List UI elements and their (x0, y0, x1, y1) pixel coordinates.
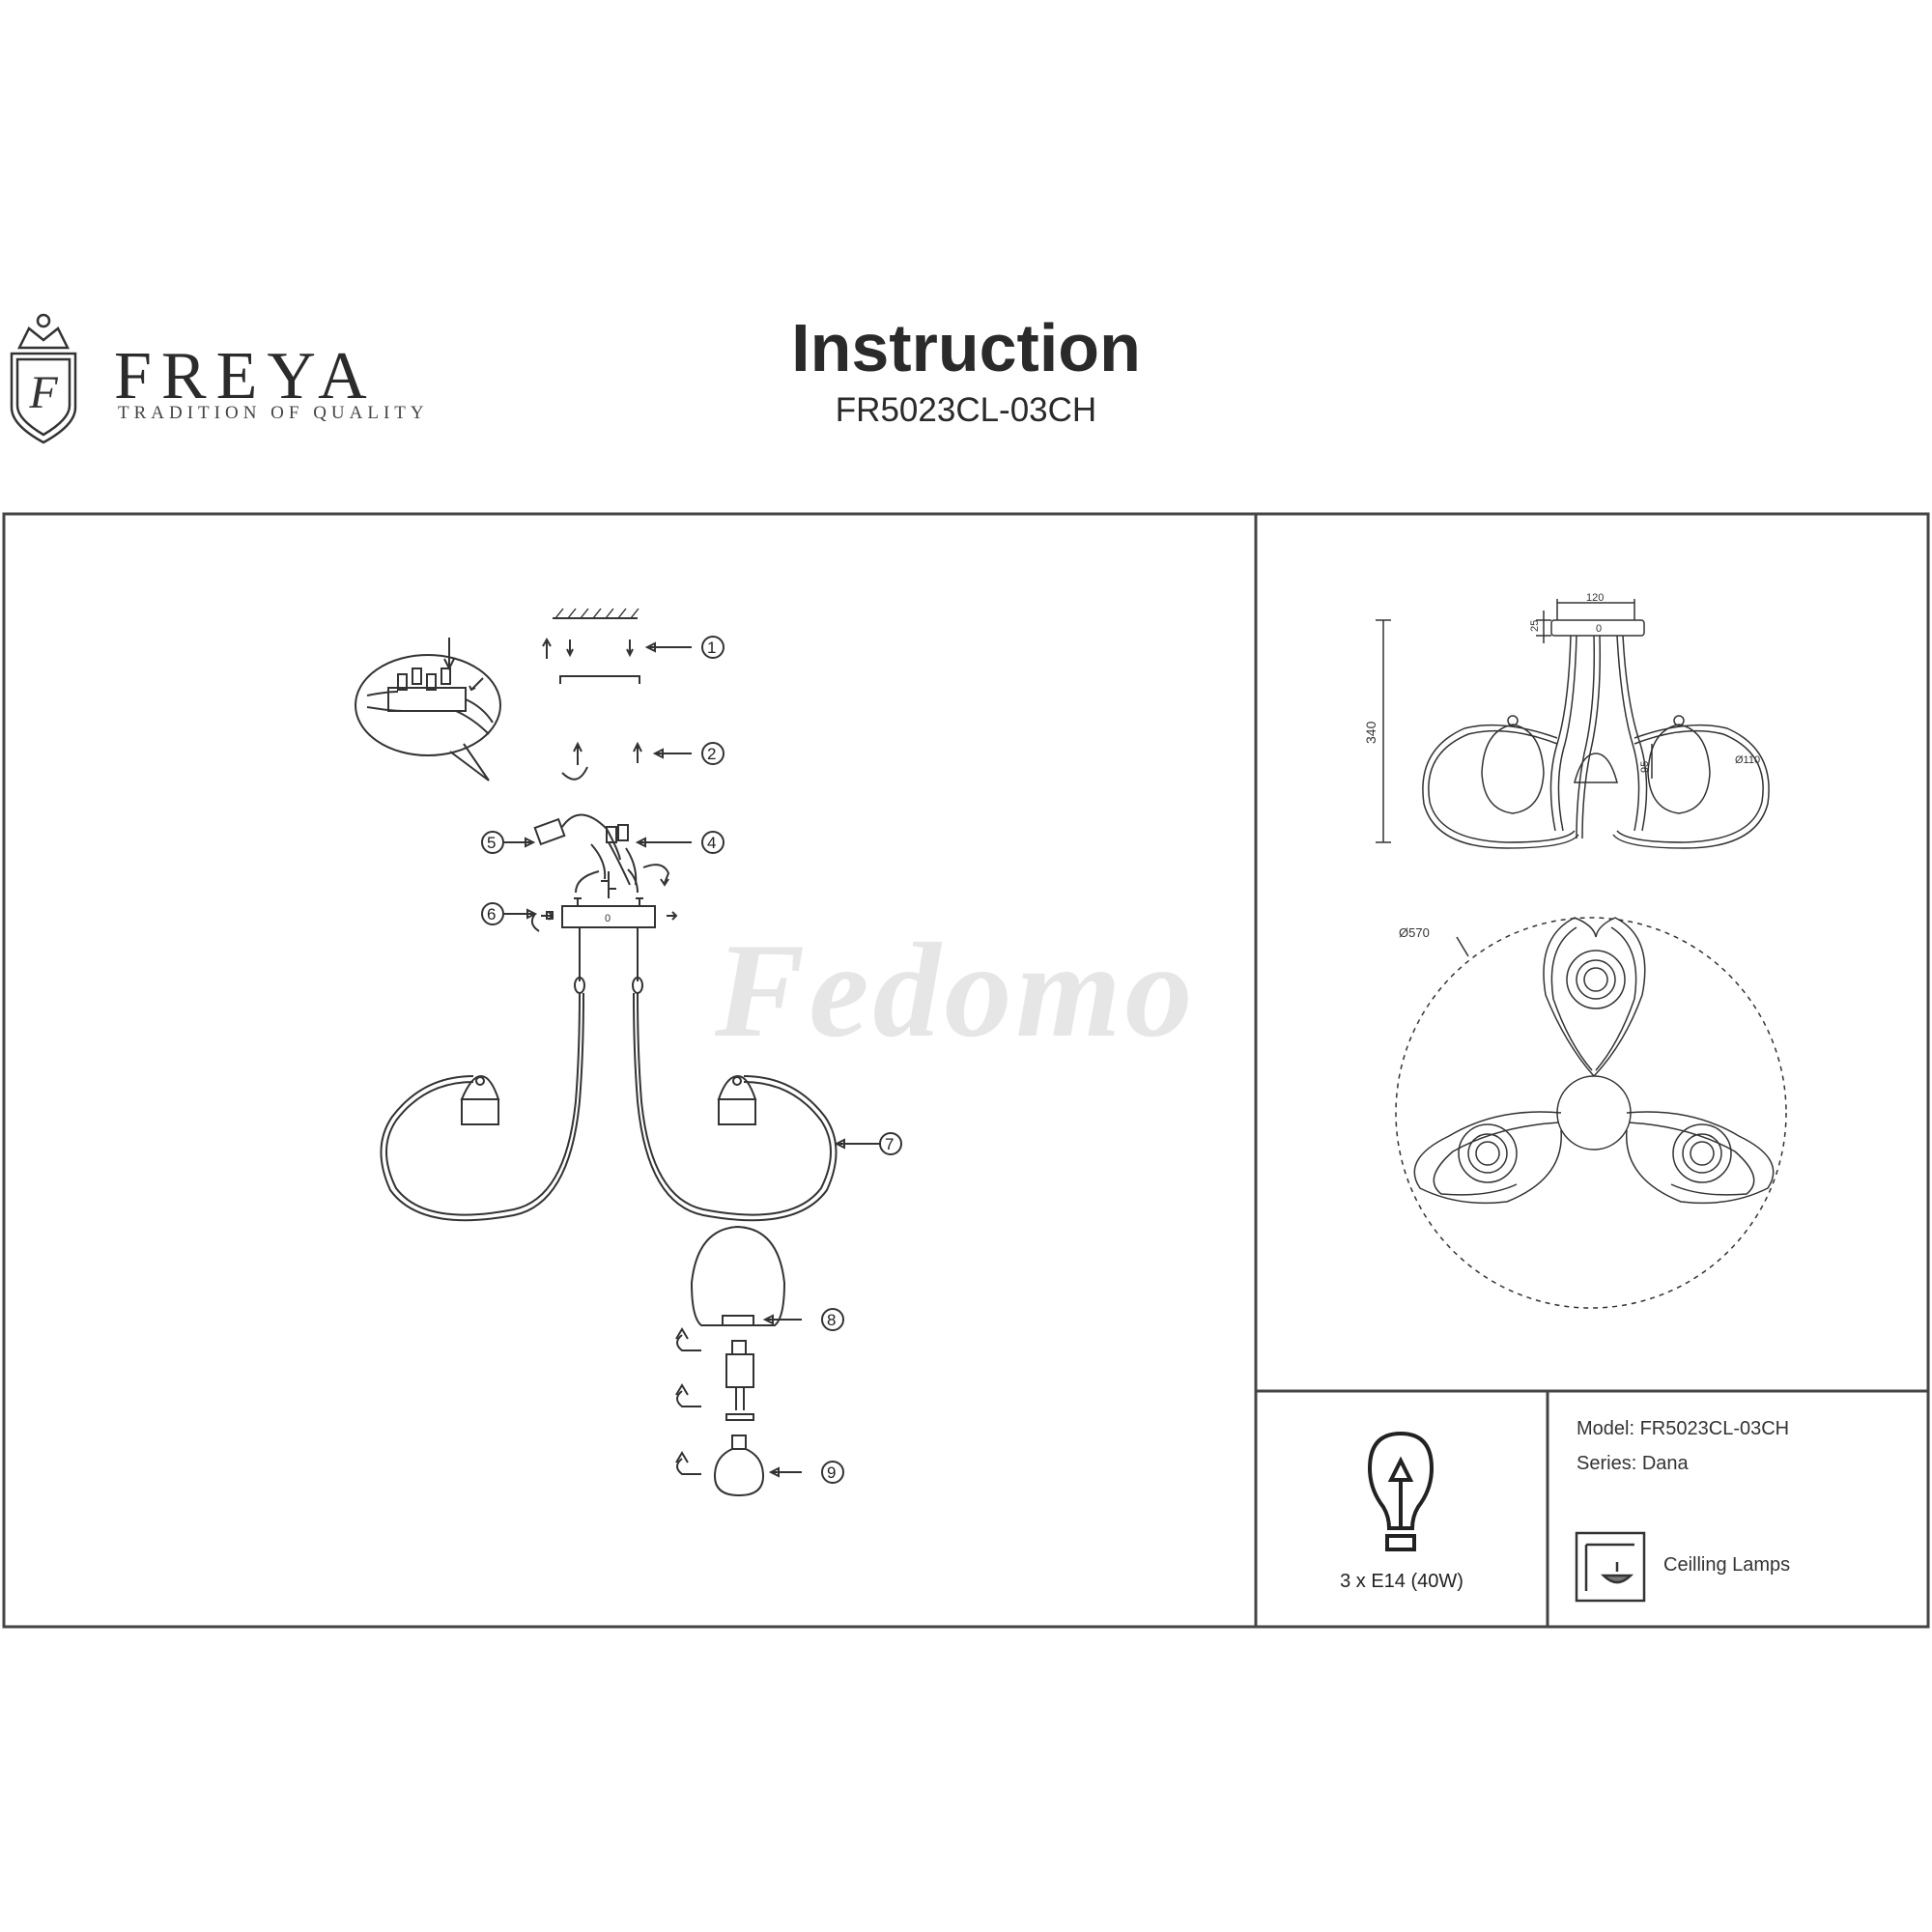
crest-letter: F (28, 367, 58, 418)
brand-tagline: TRADITION OF QUALITY (118, 403, 429, 423)
page-title: Instruction (791, 310, 1141, 385)
callout-5: 5 (487, 834, 496, 852)
dim-overall-diameter: Ø570 (1399, 925, 1430, 940)
dim-total-height: 340 (1363, 721, 1378, 744)
watermark: Fedomo (715, 916, 1197, 1065)
callout-labels: 1 2 4 5 6 7 8 9 0 (487, 639, 894, 1482)
side-view-drawing: 120 25 0 340 95 Ø110 (1363, 592, 1770, 849)
freya-crest-logo: F (10, 313, 77, 444)
series-label: Series: (1577, 1453, 1637, 1474)
model-label: Model: (1577, 1418, 1635, 1439)
model-value: FR5023CL-03CH (1639, 1418, 1790, 1439)
callout-2: 2 (707, 745, 716, 763)
callout-1: 1 (707, 639, 716, 657)
series-line: Series: Dana (1577, 1453, 1689, 1475)
top-view-drawing: Ø570 (1395, 917, 1787, 1309)
bulb-icon (1367, 1431, 1435, 1551)
model-code: FR5023CL-03CH (835, 391, 1097, 429)
dim-plate-height: 25 (1529, 620, 1541, 632)
ceiling-lamp-icon (1575, 1531, 1646, 1603)
dim-shade-drop: 95 (1639, 761, 1651, 773)
callout-7: 7 (885, 1135, 894, 1153)
model-line: Model: FR5023CL-03CH (1577, 1418, 1789, 1440)
series-value: Dana (1641, 1453, 1689, 1474)
callout-6: 6 (487, 905, 496, 923)
callout-4: 4 (707, 834, 716, 852)
brand-name: FREYA (114, 339, 377, 413)
dim-shade-diameter: Ø110 (1735, 754, 1760, 766)
plate-mark: 0 (605, 913, 611, 924)
dim-width: 120 (1586, 592, 1604, 604)
callout-9: 9 (827, 1463, 836, 1482)
lamp-spec: 3 x E14 (40W) (1340, 1571, 1463, 1592)
dim-plate-mark: 0 (1596, 623, 1602, 635)
callout-8: 8 (827, 1311, 836, 1329)
assembly-diagram: 1 2 4 5 6 7 8 9 0 (355, 608, 902, 1497)
lamp-type-label: Ceilling Lamps (1663, 1554, 1791, 1576)
